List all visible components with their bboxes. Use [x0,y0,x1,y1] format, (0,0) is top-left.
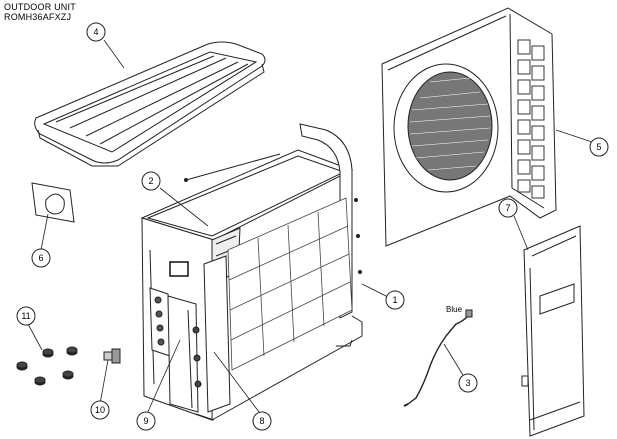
model-number: ROMH36AFXZJ [4,12,72,22]
part-top-cover [34,41,266,167]
svg-text:6: 6 [38,253,43,263]
callout-11: 11 [16,306,36,326]
part-front-panel [381,7,557,247]
part-main-unit [140,123,363,421]
part-side-panel [521,225,585,437]
svg-text:11: 11 [21,311,30,321]
callouts: 4 2 5 7 1 6 3 8 [16,22,609,431]
callout-7: 7 [498,198,518,218]
diagram-title: OUTDOOR UNIT [4,2,76,12]
callout-2: 2 [141,171,161,191]
svg-text:7: 7 [505,203,510,213]
wire-color-label: Blue [446,305,463,314]
svg-text:3: 3 [465,378,470,388]
part-sensor-wire [403,309,473,407]
svg-text:8: 8 [259,416,264,426]
svg-text:10: 10 [95,405,105,415]
callout-10: 10 [90,400,110,420]
svg-text:4: 4 [93,27,98,37]
callout-9: 9 [136,411,156,431]
callout-3: 3 [458,373,478,393]
callout-4: 4 [86,22,106,42]
callout-5: 5 [589,137,609,157]
callout-1: 1 [385,290,405,310]
part-label-plate [31,182,75,223]
callout-6: 6 [31,248,51,268]
svg-text:1: 1 [392,295,397,305]
part-drain-fitting [103,348,121,364]
svg-text:5: 5 [596,142,601,152]
svg-text:2: 2 [148,176,153,186]
svg-text:9: 9 [143,416,148,426]
part-rubber-feet [16,346,78,386]
callout-8: 8 [252,411,272,431]
